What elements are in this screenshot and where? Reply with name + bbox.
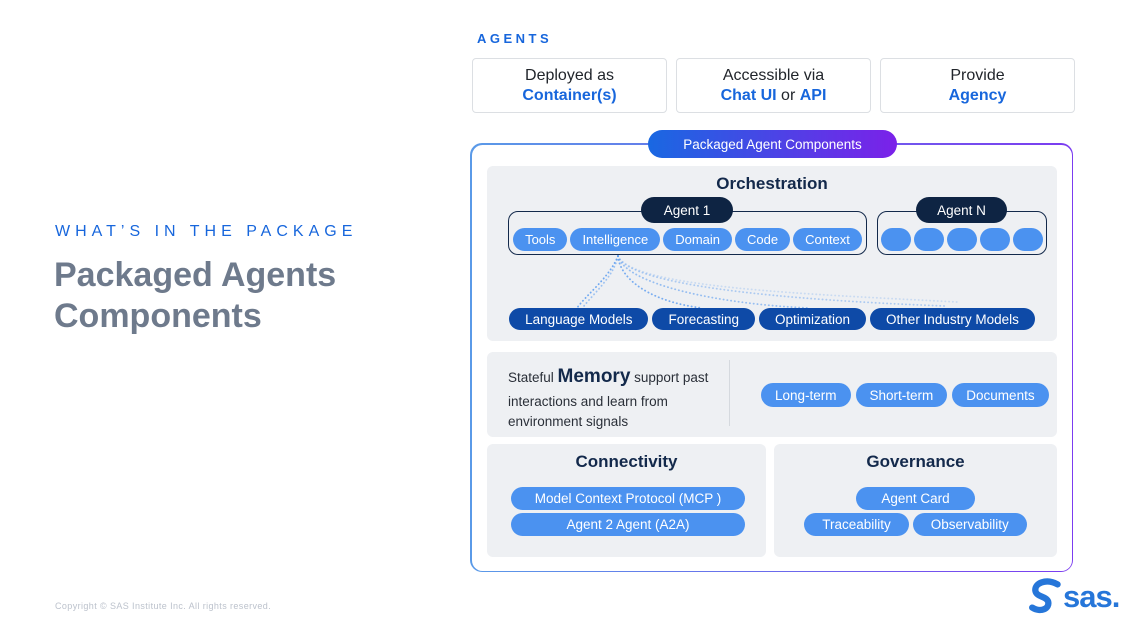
section-kicker: WHAT’S IN THE PACKAGE <box>55 223 358 240</box>
feature-box-top-text: Accessible via <box>722 66 825 84</box>
governance-title: Governance <box>866 452 965 471</box>
model-pill: Optimization <box>759 308 867 330</box>
governance-pill-row-1: Agent Card <box>774 487 1057 510</box>
orchestration-section: Orchestration Agent 1 Tools Intelligence… <box>487 166 1057 341</box>
model-pill: Other Industry Models <box>870 308 1035 330</box>
connectivity-pill: Agent 2 Agent (A2A) <box>511 513 745 536</box>
capability-pill: Code <box>735 228 791 251</box>
memory-keyword: Memory <box>557 366 631 387</box>
feature-box-bottom-text: Container(s) <box>522 86 617 104</box>
sas-swirl-icon <box>1029 578 1061 614</box>
memory-pill: Documents <box>952 383 1049 407</box>
connectivity-pill: Model Context Protocol (MCP ) <box>511 487 745 510</box>
connectivity-section: Connectivity Model Context Protocol (MCP… <box>487 444 766 557</box>
feature-box-agency: Provide Agency <box>880 58 1075 113</box>
feature-box-bottom-text: Agency <box>948 86 1007 104</box>
agents-label: AGENTS <box>477 31 553 46</box>
model-pill-row: Language Models Forecasting Optimization… <box>508 308 1036 330</box>
copyright-text: Copyright © SAS Institute Inc. All right… <box>55 601 272 611</box>
model-pill: Language Models <box>509 308 649 330</box>
agent-1-tag: Agent 1 <box>641 197 733 223</box>
agent-n-slot <box>947 228 977 251</box>
agent-feature-boxes: Deployed as Container(s) Accessible via … <box>472 58 1075 113</box>
model-pill: Forecasting <box>652 308 756 330</box>
governance-pill: Observability <box>912 513 1027 536</box>
feature-box-accessible: Accessible via Chat UI or API <box>676 58 871 113</box>
connectivity-title: Connectivity <box>575 452 678 471</box>
page-title: Packaged Agents Components <box>54 256 337 335</box>
governance-pill: Agent Card <box>856 487 975 510</box>
feature-box-top-text: Deployed as <box>525 66 614 84</box>
orchestration-title: Orchestration <box>716 174 828 193</box>
capability-pill: Context <box>793 228 862 251</box>
diagram-container: Orchestration Agent 1 Tools Intelligence… <box>470 143 1073 572</box>
governance-pill: Traceability <box>804 513 909 536</box>
agent-n-slot <box>1013 228 1043 251</box>
agent-n-slot <box>914 228 944 251</box>
memory-pill: Short-term <box>855 383 948 407</box>
packaged-agent-components-banner: Packaged Agent Components <box>648 130 897 158</box>
capability-pill: Tools <box>513 228 568 251</box>
memory-section: Stateful Memory support past interaction… <box>487 352 1057 437</box>
memory-description: Stateful Memory support past interaction… <box>508 366 709 429</box>
memory-pill-row: Long-term Short-term Documents <box>761 383 1049 407</box>
feature-box-bottom-text: Chat UI or API <box>720 86 827 104</box>
agent-1-pill-row: Tools Intelligence Domain Code Context <box>508 228 867 251</box>
feature-box-top-text: Provide <box>950 66 1005 84</box>
agent-n-tag: Agent N <box>916 197 1007 223</box>
capability-pill: Intelligence <box>570 228 661 251</box>
connectivity-pill-stack: Model Context Protocol (MCP ) Agent 2 Ag… <box>511 487 745 536</box>
sas-logo: sas. <box>1028 577 1120 615</box>
agent-n-slot <box>881 228 911 251</box>
memory-pill: Long-term <box>761 383 851 407</box>
feature-box-deployed: Deployed as Container(s) <box>472 58 667 113</box>
agent-n-slot-row <box>877 228 1047 251</box>
agent-n-slot <box>980 228 1010 251</box>
sas-logo-text: sas. <box>1063 578 1120 614</box>
governance-section: Governance Agent Card Traceability Obser… <box>774 444 1057 557</box>
governance-pill-row-2: Traceability Observability <box>774 513 1057 536</box>
capability-pill: Domain <box>663 228 733 251</box>
vertical-divider <box>729 360 730 426</box>
